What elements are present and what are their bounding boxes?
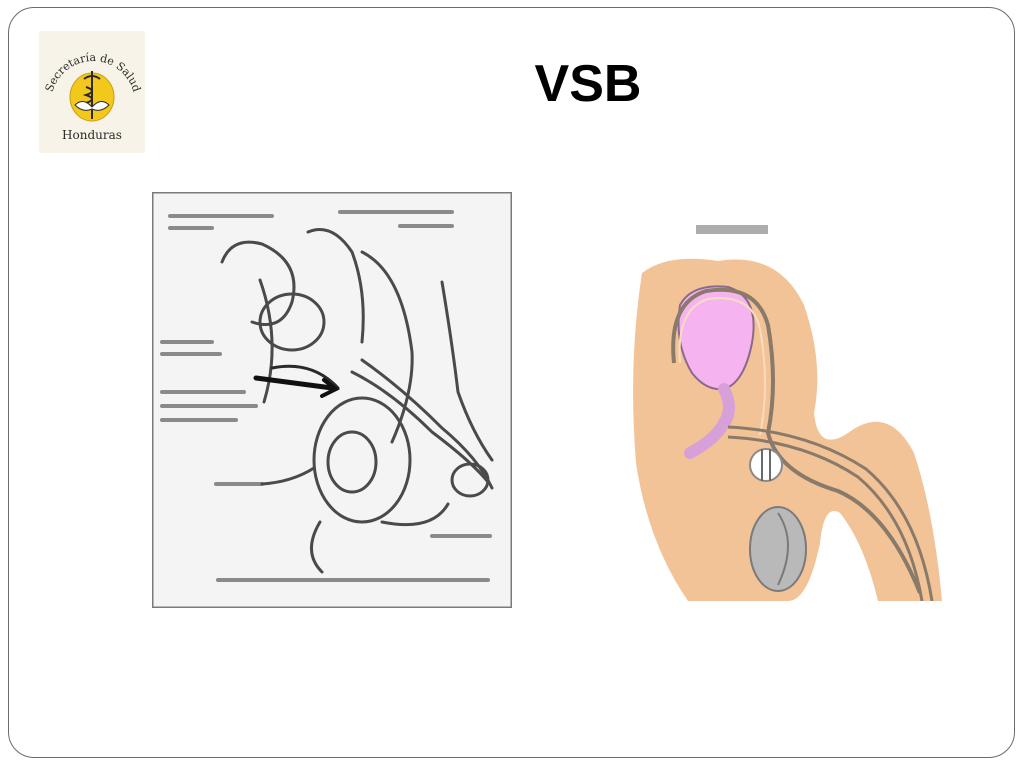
vasectomy-diagram-icon	[628, 213, 946, 601]
health-secretariat-seal-icon: Secretaría de Salud Honduras	[39, 31, 145, 153]
slide-title: VSB	[534, 55, 642, 113]
logo-bottom-text: Honduras	[62, 128, 122, 142]
vasectomy-figure	[628, 213, 946, 601]
male-anatomy-line-drawing-icon	[152, 192, 512, 608]
health-secretariat-logo: Secretaría de Salud Honduras	[39, 31, 145, 153]
male-anatomy-figure	[152, 192, 512, 608]
